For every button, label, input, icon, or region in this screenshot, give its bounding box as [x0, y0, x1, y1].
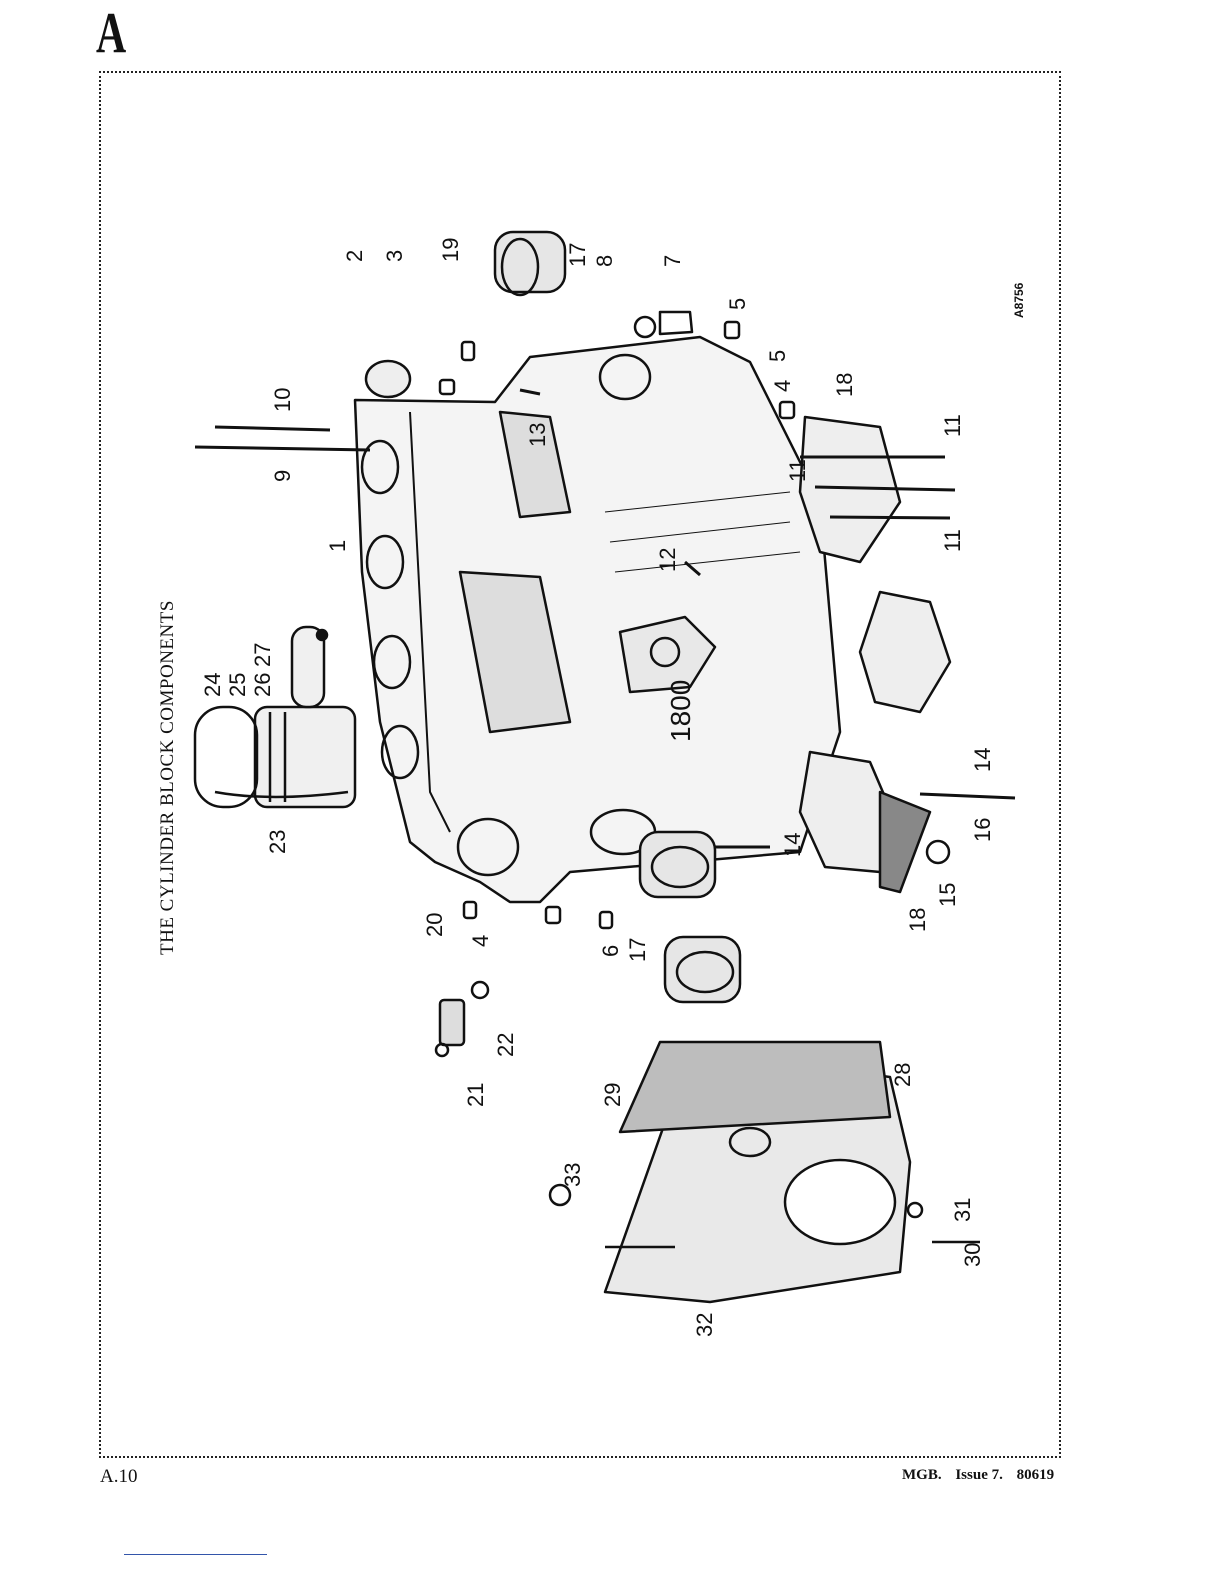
callout-label: 28 [890, 1063, 915, 1087]
callout-label: 29 [600, 1083, 625, 1107]
callout-label: 12 [655, 548, 680, 572]
callout-label: 16 [970, 818, 995, 842]
callout-label: 14 [780, 833, 805, 857]
callout-label: 31 [950, 1198, 975, 1222]
callout-label: 7 [660, 255, 685, 267]
callout-label: 13 [525, 423, 550, 447]
callout-label: 30 [960, 1243, 985, 1267]
callout-label: 23 [265, 830, 290, 854]
callout-label: 8 [592, 255, 617, 267]
callout-label: 17 [565, 243, 590, 267]
exploded-view-drawing: 1800 [100, 72, 1058, 1455]
callout-label: 18 [905, 908, 930, 932]
callout-label: 5 [765, 350, 790, 362]
callout-label: 11 [940, 414, 965, 437]
callout-label: 2 [342, 250, 367, 262]
callout-label: 26 [250, 673, 275, 697]
callout-label: 5 [725, 298, 750, 310]
callout-label: 19 [438, 238, 463, 262]
callout-label: 32 [692, 1313, 717, 1337]
callout-label: 17 [625, 938, 650, 962]
callout-label: 20 [422, 913, 447, 937]
callout-label: 11 [940, 529, 965, 552]
callout-label: 25 [225, 673, 250, 697]
callout-label: 4 [770, 380, 795, 392]
section-letter: A [96, 4, 126, 62]
footer-issue-info: MGB. Issue 7. 80619 [902, 1467, 1064, 1484]
callout-label: 1 [325, 540, 350, 552]
callout-label: 9 [270, 470, 295, 482]
callout-label: 3 [382, 250, 407, 262]
cylinder-block: 1800 [355, 337, 840, 902]
footer-issue: Issue 7. [955, 1467, 1003, 1483]
oil-pressure-fitting [436, 982, 488, 1056]
callout-label: 21 [463, 1083, 488, 1107]
callout-label: 14 [970, 748, 995, 772]
callout-label: 15 [935, 883, 960, 907]
callout-label: 11 [785, 459, 810, 482]
bottom-rule [124, 1554, 267, 1555]
rear-engine-plate [605, 1042, 910, 1302]
block-marking: 1800 [665, 680, 696, 742]
callout-label: 4 [468, 935, 493, 947]
callout-label: 27 [250, 643, 275, 667]
page-number: A.10 [100, 1466, 137, 1488]
piston-assembly [195, 627, 355, 807]
footer-model: MGB. [902, 1467, 942, 1483]
callout-label: 22 [493, 1033, 518, 1057]
callout-label: 18 [832, 373, 857, 397]
callout-label: 6 [598, 945, 623, 957]
callout-label: 24 [200, 673, 225, 697]
callout-label: 33 [560, 1163, 585, 1187]
footer-code: 80619 [1017, 1467, 1055, 1483]
callout-label: 10 [270, 388, 295, 412]
